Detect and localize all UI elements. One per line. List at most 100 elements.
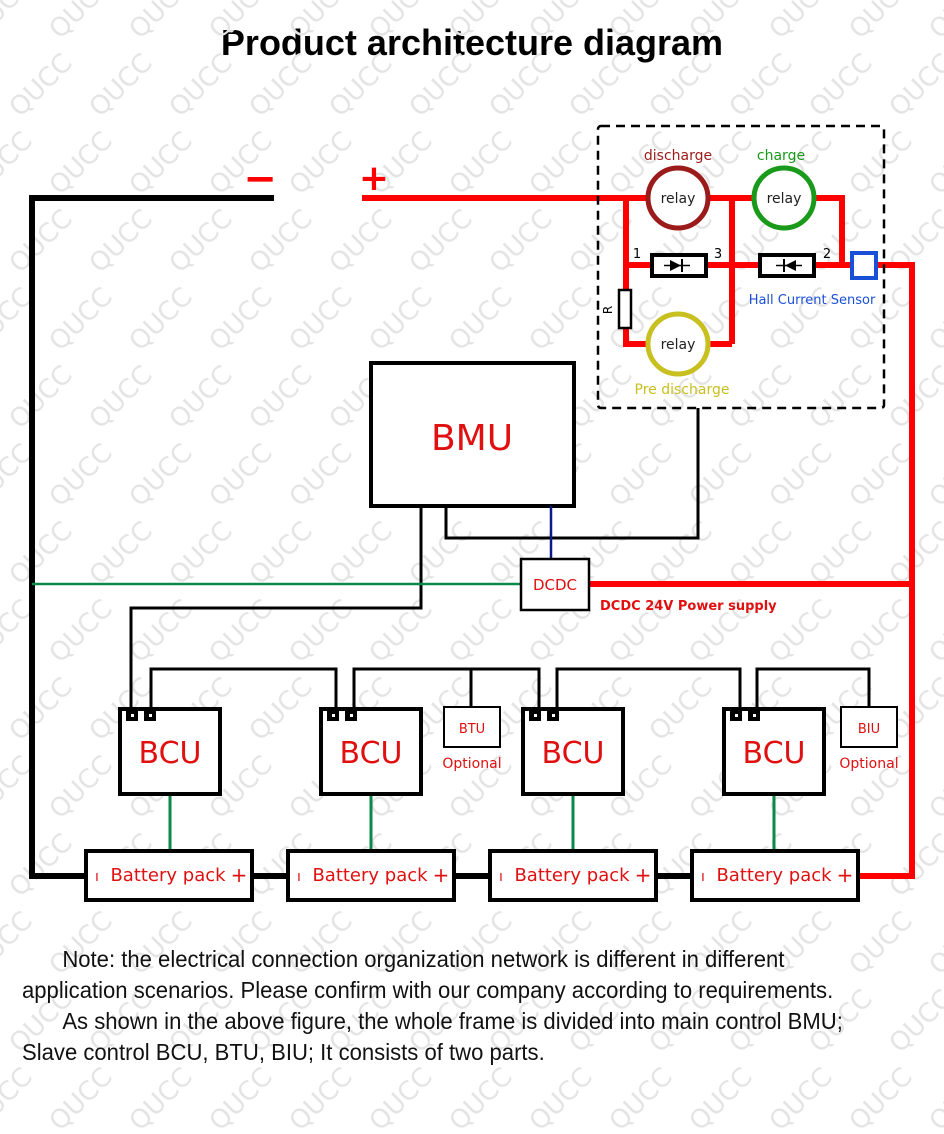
watermark-text: QUCC — [244, 516, 319, 591]
watermark-text: QUCC — [924, 438, 944, 513]
watermark-text: QUCC — [44, 0, 119, 45]
hall-current-sensor — [850, 251, 878, 280]
watermark-text: QUCC — [4, 516, 79, 591]
watermark-text: QUCC — [284, 594, 359, 669]
watermark-text: QUCC — [204, 282, 279, 357]
watermark-text: QUCC — [244, 48, 319, 123]
bcu-port-pin — [149, 714, 152, 717]
diode-1-3 — [650, 253, 708, 278]
node-3-label: 3 — [714, 247, 722, 262]
watermark-text: QUCC — [164, 516, 239, 591]
btu-label: BTU — [459, 722, 485, 737]
watermark-text: QUCC — [444, 126, 519, 201]
watermark-text: QUCC — [124, 438, 199, 513]
watermark-text: QUCC — [884, 48, 944, 123]
watermark-text: QUCC — [924, 1062, 944, 1134]
discharge-caption: discharge — [644, 148, 712, 164]
battery-pack-box — [84, 849, 254, 902]
diode-3-2 — [758, 253, 816, 278]
watermark-text: QUCC — [924, 750, 944, 825]
bmu-box — [369, 361, 576, 508]
watermark-text: QUCC — [444, 0, 519, 45]
watermark-text: QUCC — [44, 1062, 119, 1134]
node-2-label: 2 — [823, 247, 831, 262]
watermark-text: QUCC — [44, 594, 119, 669]
pack-plus-terminal: + — [635, 863, 652, 887]
bcu-label: BCU — [542, 736, 605, 771]
pack-label: Battery pack — [514, 865, 630, 886]
watermark-text: QUCC — [924, 126, 944, 201]
positive-terminal: + — [359, 158, 389, 199]
watermark-text: QUCC — [4, 828, 79, 903]
pack-plus-terminal: + — [231, 863, 248, 887]
bcu-label: BCU — [743, 736, 806, 771]
watermark-text: QUCC — [724, 516, 799, 591]
pack-minus-terminal: ı — [297, 869, 301, 885]
watermark-text: QUCC — [204, 0, 279, 45]
pack-label: Battery pack — [312, 865, 428, 886]
bmu-label: BMU — [431, 418, 513, 459]
bcu-label: BCU — [340, 736, 403, 771]
biu-label: BIU — [858, 722, 880, 737]
watermark-text: QUCC — [4, 672, 79, 747]
watermark-text: QUCC — [0, 1062, 39, 1134]
pack-plus-terminal: + — [433, 863, 450, 887]
watermark-text: QUCC — [84, 204, 159, 279]
battery-pack: ı Battery pack+ — [488, 849, 658, 902]
watermark-text: QUCC — [644, 672, 719, 747]
pack-minus-terminal: ı — [95, 869, 99, 885]
watermark-text: QUCC — [364, 0, 439, 45]
bcu-port-pin — [753, 714, 756, 717]
watermark-text: QUCC — [4, 48, 79, 123]
negative-terminal: − — [243, 156, 277, 202]
battery-pack: ı Battery pack+ — [84, 849, 254, 902]
battery-pack-box — [690, 849, 860, 902]
biu-unit: BIU Optional — [839, 706, 899, 772]
watermark-text: QUCC — [844, 126, 919, 201]
watermark-text: QUCC — [724, 48, 799, 123]
bcu-port-pin — [552, 714, 555, 717]
battery-pack: ı Battery pack+ — [286, 849, 456, 902]
pack-plus-terminal: + — [837, 863, 854, 887]
watermark-text: QUCC — [364, 594, 439, 669]
watermark-text: QUCC — [484, 204, 559, 279]
watermark-text: QUCC — [324, 48, 399, 123]
watermark-text: QUCC — [884, 984, 944, 1059]
bcu-port-pin — [131, 714, 134, 717]
bcu-box — [319, 707, 423, 796]
bcu-box — [521, 707, 625, 796]
watermark-text: QUCC — [244, 672, 319, 747]
charge-relay: relay — [751, 165, 817, 231]
bcu-daisy-chain — [149, 667, 871, 712]
bcu-port-pin — [735, 714, 738, 717]
pack-minus-terminal: ı — [499, 869, 503, 885]
pack-label: Battery pack — [110, 865, 226, 886]
discharge-relay-label: relay — [661, 191, 696, 207]
watermark-text: QUCC — [484, 48, 559, 123]
watermark-text: QUCC — [924, 282, 944, 357]
dcdc-box — [519, 557, 591, 612]
watermark-text: QUCC — [284, 0, 359, 45]
bcu-box — [722, 707, 826, 796]
watermark-text: QUCC — [44, 438, 119, 513]
watermark-text: QUCC — [164, 48, 239, 123]
pre-discharge-caption: Pre discharge — [635, 382, 730, 398]
watermark-text: QUCC — [644, 48, 719, 123]
watermark-text: QUCC — [764, 0, 839, 45]
watermark-text: QUCC — [124, 1062, 199, 1134]
watermark-text: QUCC — [524, 1062, 599, 1134]
watermark-text: QUCC — [4, 204, 79, 279]
watermark-text: QUCC — [564, 48, 639, 123]
watermark-text: QUCC — [284, 1062, 359, 1134]
watermark-text: QUCC — [44, 750, 119, 825]
watermark-text: QUCC — [124, 126, 199, 201]
watermark-text: QUCC — [284, 282, 359, 357]
watermark-text: QUCC — [764, 1062, 839, 1134]
biu-optional-caption: Optional — [839, 756, 898, 772]
watermark-text: QUCC — [44, 126, 119, 201]
watermark-text: QUCC — [204, 1062, 279, 1134]
node-1-label: 1 — [633, 247, 641, 262]
note-paragraph-1: Note: the electrical connection organiza… — [22, 946, 834, 1003]
watermark-text: QUCC — [524, 126, 599, 201]
